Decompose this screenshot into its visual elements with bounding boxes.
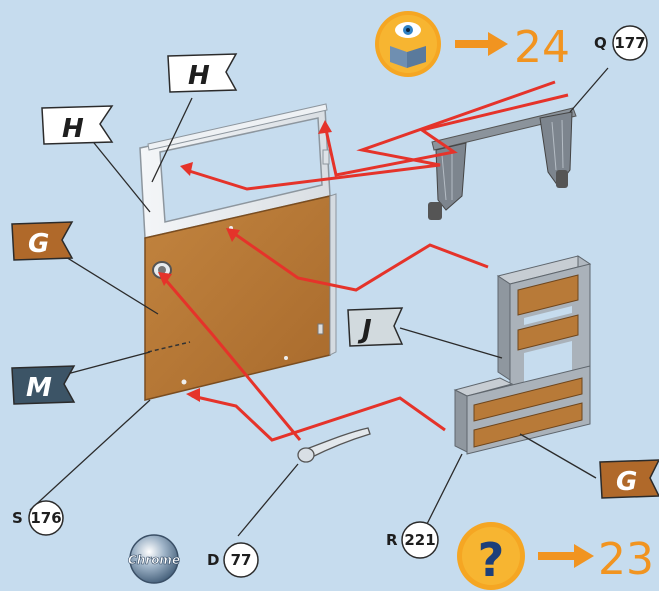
part-r-letter: R [386, 531, 398, 549]
flag-h-left-label: H [62, 114, 84, 144]
curtain-part [428, 108, 576, 220]
flag-g-left-label: G [28, 229, 49, 259]
part-q: Q 177 [594, 26, 647, 60]
help-step[interactable]: ? 23 [457, 522, 654, 590]
door-panel [140, 104, 336, 400]
flag-m-left: M [12, 366, 74, 404]
help-symbol: ? [478, 533, 505, 587]
flag-g-right: G [600, 460, 659, 498]
flag-h-left: H [42, 106, 112, 144]
flag-g-right-label: G [616, 467, 637, 497]
part-q-letter: Q [594, 34, 607, 52]
flag-h-top: H [168, 54, 236, 92]
flag-g-left: G [12, 222, 72, 260]
part-s: S 176 [12, 501, 63, 535]
help-number: 23 [598, 534, 654, 585]
part-d-number: 77 [231, 551, 252, 569]
part-r: R 221 [386, 522, 438, 558]
part-d-letter: D [207, 551, 219, 569]
handle-part [298, 428, 370, 462]
flag-m-left-label: M [26, 373, 52, 403]
next-view-number: 24 [514, 22, 570, 73]
arrow-right-icon [538, 544, 594, 568]
part-s-letter: S [12, 509, 23, 527]
arrow-right-icon [455, 32, 508, 56]
flag-j-right: J [348, 308, 402, 346]
part-r-number: 221 [404, 531, 435, 549]
part-s-number: 176 [30, 509, 61, 527]
flag-h-top-label: H [188, 61, 210, 91]
chrome-badge-label: Chrome [128, 553, 180, 567]
frame-part [455, 256, 590, 454]
part-d: Chrome D 77 [128, 535, 258, 583]
next-view-step[interactable]: 24 [375, 11, 570, 77]
part-q-number: 177 [614, 34, 645, 52]
